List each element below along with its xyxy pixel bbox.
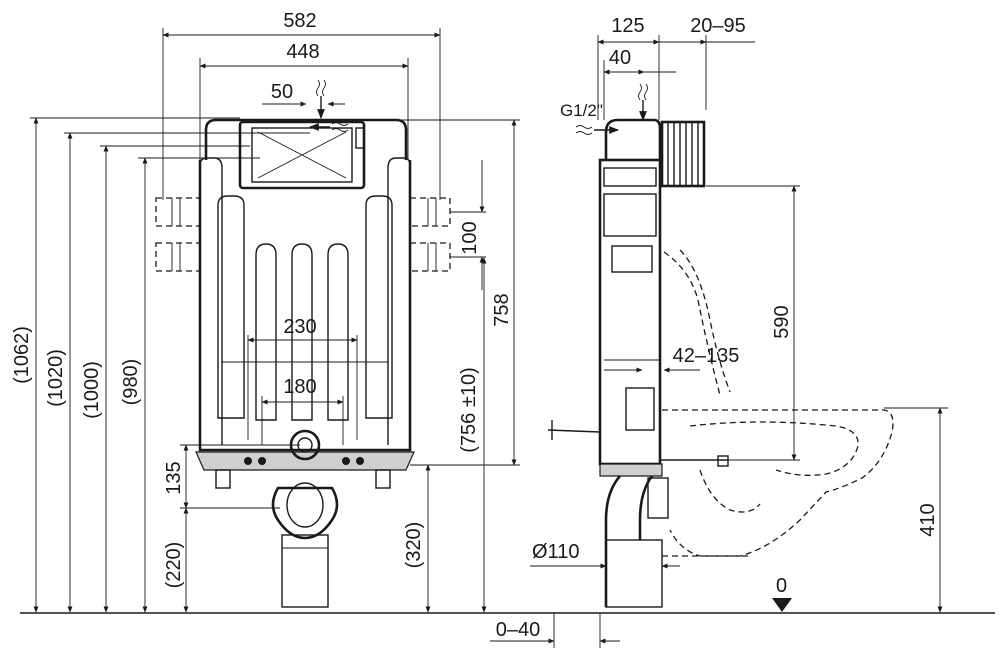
side-water-inlet-icon <box>575 125 593 135</box>
dashed-toilet-bowl <box>662 249 894 557</box>
dim-220: (220) <box>163 542 185 589</box>
floor-zero-marker <box>772 598 792 612</box>
dim-1020: (1020) <box>45 349 67 407</box>
front-waste-bend <box>271 486 339 540</box>
dim-582: 582 <box>283 10 316 32</box>
flush-cistern <box>238 120 366 190</box>
dim-1000: (1000) <box>81 361 103 419</box>
water-inlet-icon <box>316 79 326 97</box>
dim-320: (320) <box>403 522 425 569</box>
dim-410: 410 <box>917 503 939 536</box>
side-frame <box>598 158 662 466</box>
front-dimensions: 582 448 50 230 180 100 758 <box>11 10 520 613</box>
dim-590: 590 <box>771 305 793 338</box>
side-dimensions: 125 20–95 40 42–135 590 410 0 Ø110 <box>490 15 948 648</box>
dim-1062: (1062) <box>11 326 33 384</box>
dim-180: 180 <box>283 376 316 398</box>
dim-0-40: 0–40 <box>496 619 541 641</box>
side-view: G1/2" <box>547 83 729 608</box>
right-fixing-brackets <box>409 197 451 272</box>
front-base <box>195 451 415 471</box>
dim-42-135: 42–135 <box>673 345 740 367</box>
cistern-flush-coil <box>660 120 706 188</box>
front-frame <box>198 118 412 452</box>
dim-756: (756 ±10) <box>458 367 480 452</box>
dim-758: 758 <box>491 293 513 326</box>
dim-d110: Ø110 <box>532 541 579 563</box>
dim-40: 40 <box>609 47 631 69</box>
dim-0: 0 <box>776 575 787 597</box>
dim-50: 50 <box>271 81 293 103</box>
dim-135: 135 <box>163 461 185 494</box>
dim-448: 448 <box>286 41 319 63</box>
label-g12: G1/2" <box>560 101 603 120</box>
dim-100: 100 <box>459 221 481 254</box>
dim-980: (980) <box>120 359 142 406</box>
side-waste-pipe <box>604 475 654 607</box>
dim-230: 230 <box>283 316 316 338</box>
dim-20-95: 20–95 <box>690 15 746 37</box>
left-fixing-brackets <box>155 197 201 272</box>
dim-125: 125 <box>611 15 644 37</box>
